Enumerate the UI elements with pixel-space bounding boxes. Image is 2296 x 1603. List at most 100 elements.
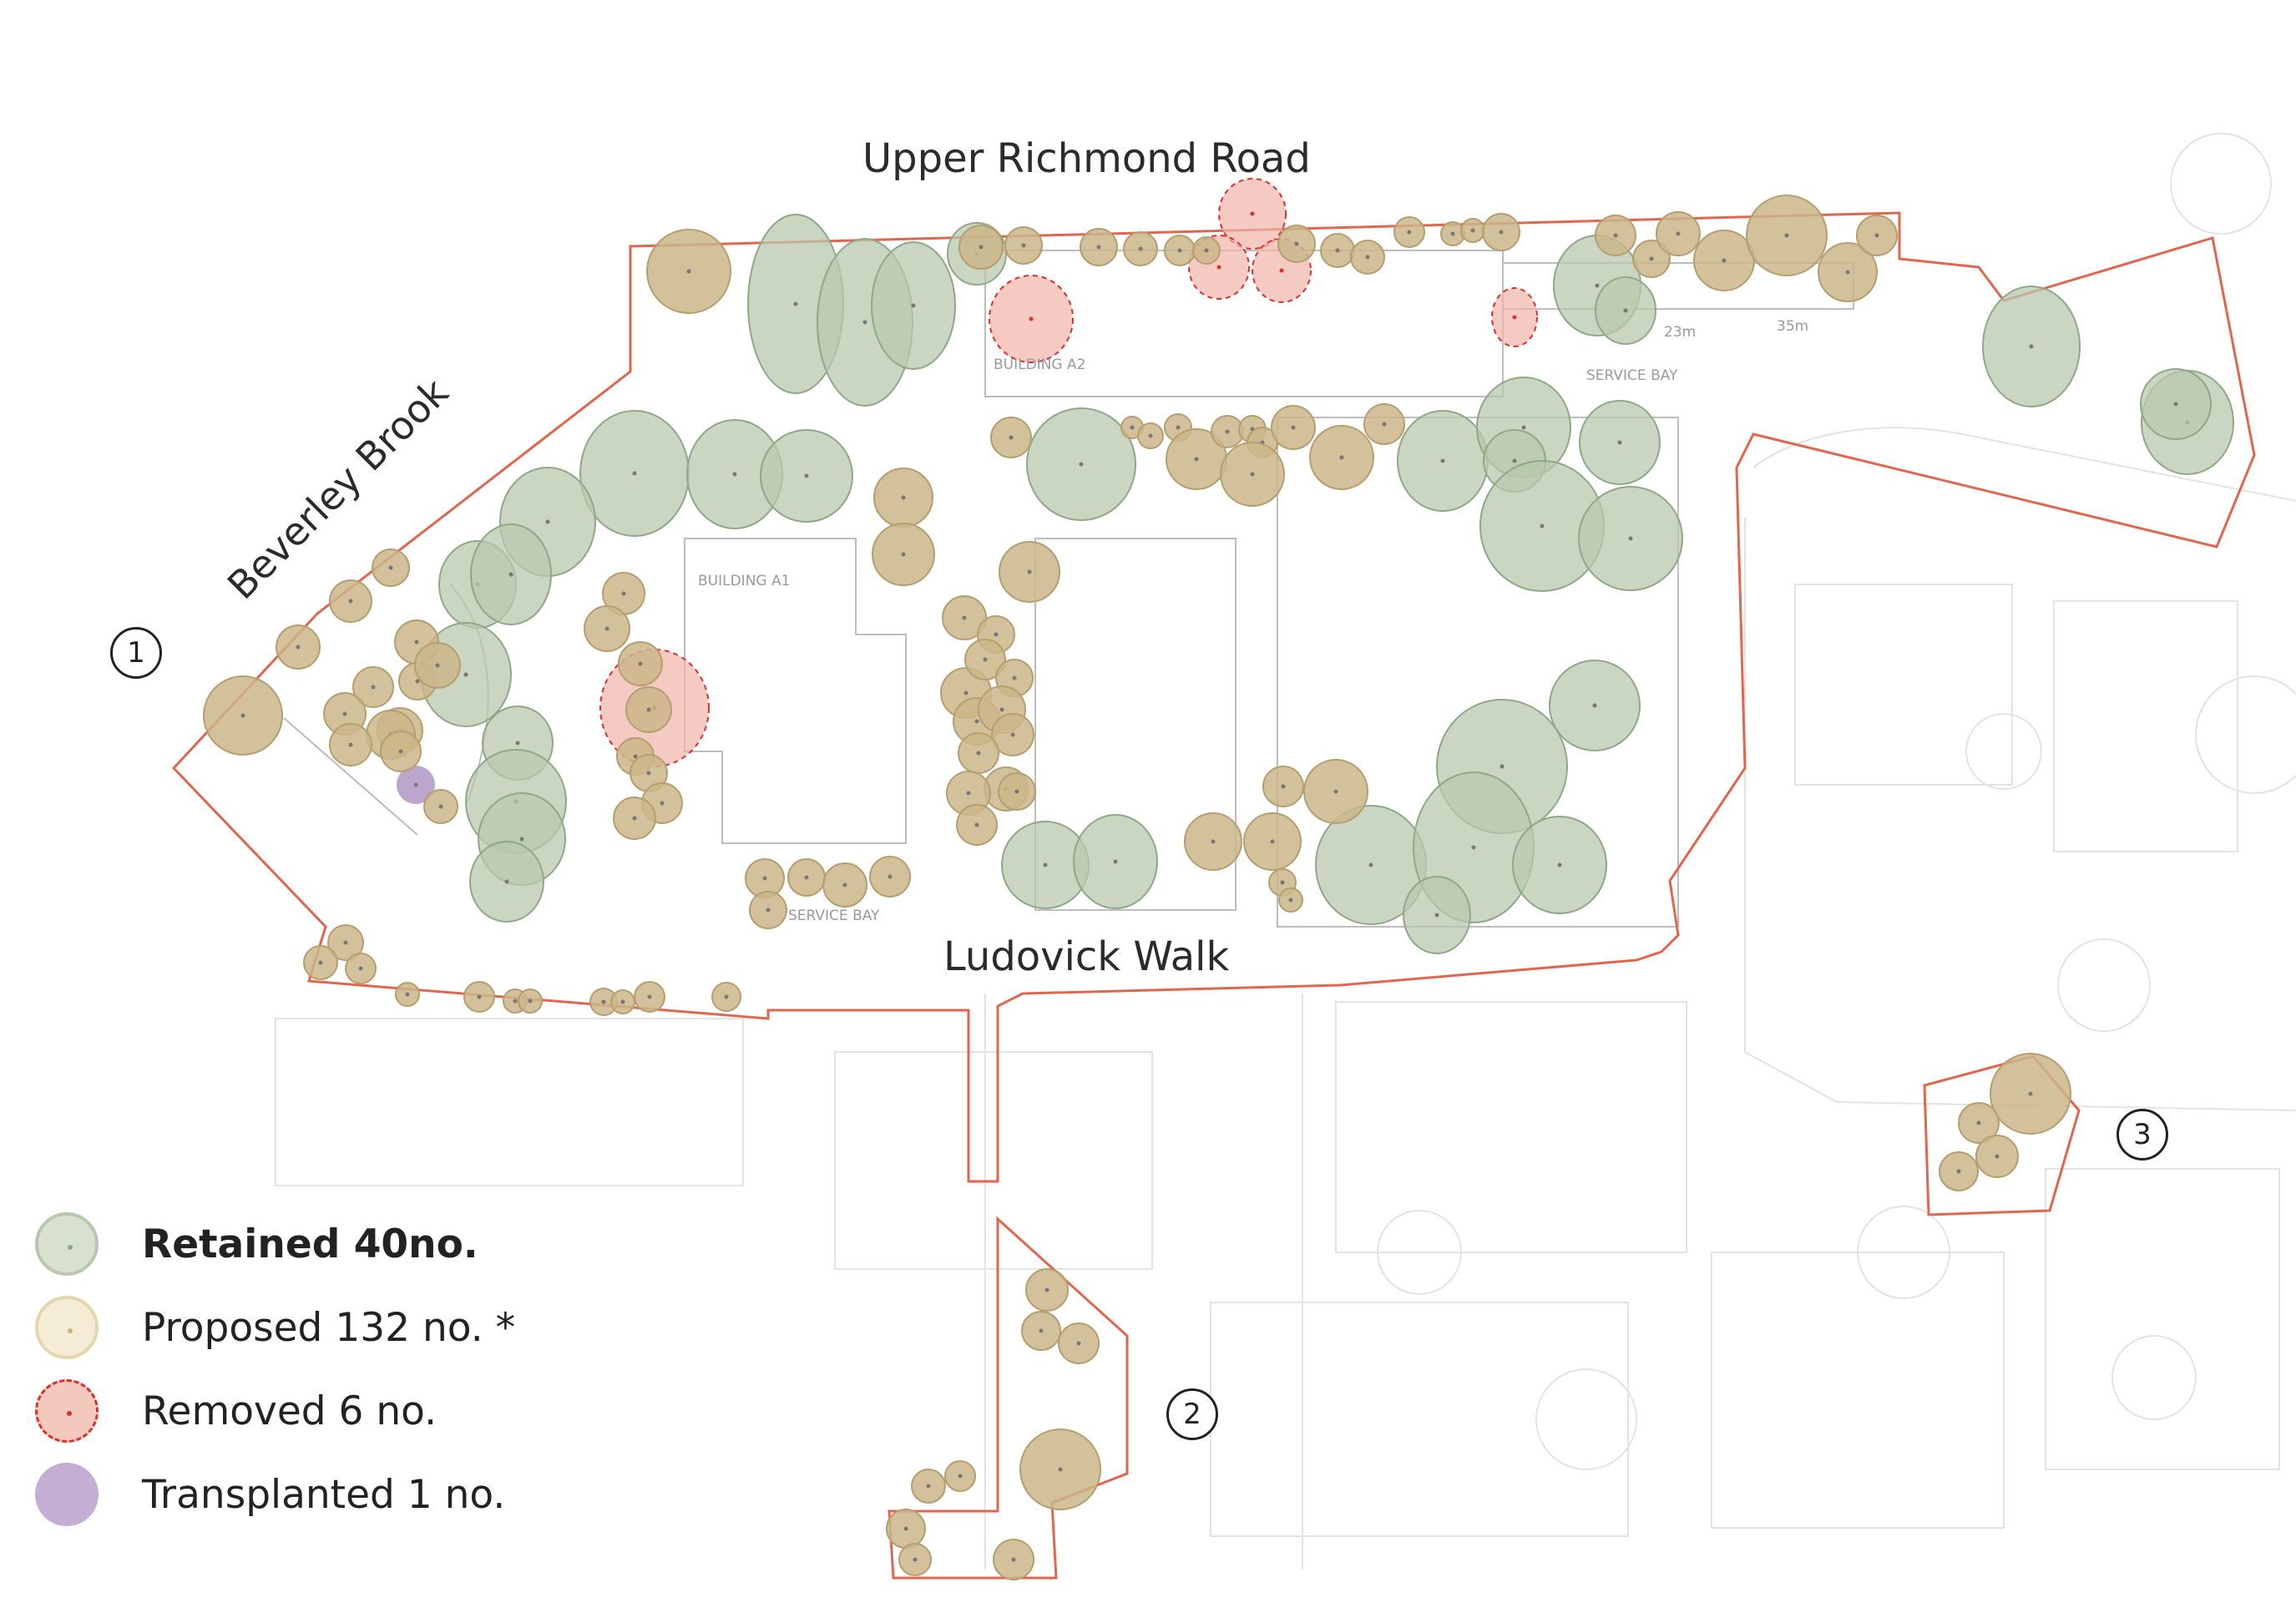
area-marker-3: 3 xyxy=(2116,1109,2168,1161)
proposed-tree-center xyxy=(1407,230,1412,235)
proposed-tree-center xyxy=(1335,248,1340,253)
proposed-tree-center xyxy=(348,599,353,604)
proposed-tree-center xyxy=(1204,248,1209,253)
retained-tree-center xyxy=(2173,402,2178,407)
proposed-tree-center xyxy=(1499,230,1504,235)
proposed-tree-center xyxy=(1722,258,1727,263)
retained-tree-icon xyxy=(35,1212,99,1276)
proposed-tree-center xyxy=(888,874,893,879)
retained-tree-center xyxy=(463,672,468,677)
proposed-tree-center xyxy=(1613,233,1618,238)
proposed-tree-center xyxy=(1333,789,1338,794)
proposed-tree-center xyxy=(398,749,403,754)
proposed-tree-center xyxy=(1976,1120,1981,1125)
proposed-tree-center xyxy=(962,615,967,620)
proposed-tree-center xyxy=(1250,472,1255,477)
retained-tree-center xyxy=(1592,703,1597,708)
proposed-tree-center xyxy=(1382,422,1387,427)
retained-tree-center xyxy=(1628,536,1633,541)
proposed-tree-center xyxy=(1130,425,1135,430)
transplanted-tree-center xyxy=(413,782,418,787)
proposed-tree-center xyxy=(1021,243,1026,248)
proposed-tree-center xyxy=(1225,429,1230,434)
removed-tree-icon xyxy=(35,1379,99,1443)
proposed-tree-center xyxy=(1270,839,1275,844)
retained-tree-center xyxy=(1540,523,1545,528)
proposed-tree-center xyxy=(1649,256,1654,261)
retained-tree-center xyxy=(1617,440,1622,445)
retained-tree-center xyxy=(504,879,509,884)
tree-layer xyxy=(203,178,2234,1580)
area-marker-1: 1 xyxy=(110,627,162,679)
legend-item-proposed: Proposed 132 no. * xyxy=(35,1286,515,1369)
proposed-tree-center xyxy=(804,875,809,880)
proposed-tree-center xyxy=(974,719,979,724)
proposed-tree-center xyxy=(632,816,637,821)
transplanted-tree-icon xyxy=(35,1463,99,1526)
retained-tree-center xyxy=(1113,859,1118,864)
proposed-tree-center xyxy=(901,552,906,557)
retained-tree-center xyxy=(2029,344,2034,349)
proposed-tree-center xyxy=(1076,1341,1081,1346)
retained-tree-center xyxy=(519,837,524,842)
retained-tree-center xyxy=(732,472,737,477)
dimension-label-23m: 23m xyxy=(1664,324,1697,341)
proposed-tree-center xyxy=(638,661,643,666)
proposed-tree-center xyxy=(1027,569,1032,574)
removed-tree-center xyxy=(1279,268,1284,273)
legend-item-removed: Removed 6 no. xyxy=(35,1369,515,1453)
proposed-tree-center xyxy=(415,679,420,684)
area-marker-2: 2 xyxy=(1166,1388,1218,1440)
proposed-tree-center xyxy=(343,940,348,945)
proposed-tree-center xyxy=(1058,1467,1063,1472)
proposed-tree-center xyxy=(513,999,518,1004)
proposed-tree-center xyxy=(1177,248,1182,253)
retained-tree-center xyxy=(1368,862,1373,867)
proposed-tree-center xyxy=(1784,233,1789,238)
proposed-tree-center xyxy=(1148,433,1153,438)
proposed-tree-center xyxy=(903,1526,908,1531)
legend-label-proposed: Proposed 132 no. * xyxy=(142,1304,516,1351)
retained-tree-center xyxy=(862,320,867,325)
proposed-tree-center xyxy=(901,495,906,500)
retained-tree-center xyxy=(515,741,520,746)
proposed-tree-center xyxy=(979,245,984,250)
proposed-tree-center xyxy=(976,751,981,756)
proposed-tree-center xyxy=(762,876,767,881)
proposed-tree-center xyxy=(1039,1328,1044,1333)
proposed-tree-center xyxy=(1995,1154,2000,1159)
proposed-tree-icon xyxy=(35,1296,99,1359)
retained-tree-center xyxy=(1043,862,1048,867)
proposed-tree-center xyxy=(1211,839,1216,844)
proposed-tree-center xyxy=(1365,255,1370,260)
proposed-tree-center xyxy=(966,791,971,796)
proposed-tree-center xyxy=(1138,246,1143,251)
proposed-tree-center xyxy=(1014,789,1019,794)
retained-tree-center xyxy=(1623,308,1628,313)
proposed-tree-center xyxy=(435,663,440,668)
proposed-tree-center xyxy=(646,771,651,776)
retained-tree-center xyxy=(1499,764,1505,769)
retained-tree-center xyxy=(545,519,550,524)
road-label-ludovick-walk: Ludovick Walk xyxy=(943,933,1230,980)
proposed-tree-center xyxy=(405,992,410,997)
proposed-tree-center xyxy=(974,822,979,827)
proposed-tree-center xyxy=(926,1484,931,1489)
proposed-tree-center xyxy=(1280,880,1285,885)
retained-tree-center xyxy=(804,473,809,478)
retained-tree-center xyxy=(1557,862,1562,867)
proposed-tree-center xyxy=(388,565,393,570)
legend-label-transplanted: Transplanted 1 no. xyxy=(142,1471,506,1518)
removed-tree-center xyxy=(1250,211,1255,216)
proposed-tree-center xyxy=(766,908,771,913)
proposed-tree-center xyxy=(1450,231,1455,236)
proposed-tree-center xyxy=(621,591,626,596)
proposed-tree-center xyxy=(994,632,999,637)
proposed-tree-center xyxy=(1956,1169,1961,1174)
proposed-tree-center xyxy=(1176,425,1181,430)
proposed-tree-center xyxy=(958,1474,963,1479)
proposed-tree-center xyxy=(2028,1091,2033,1096)
proposed-tree-center xyxy=(318,960,323,965)
proposed-tree-center xyxy=(342,711,347,716)
building-label-a1: BUILDING A1 xyxy=(698,573,791,589)
